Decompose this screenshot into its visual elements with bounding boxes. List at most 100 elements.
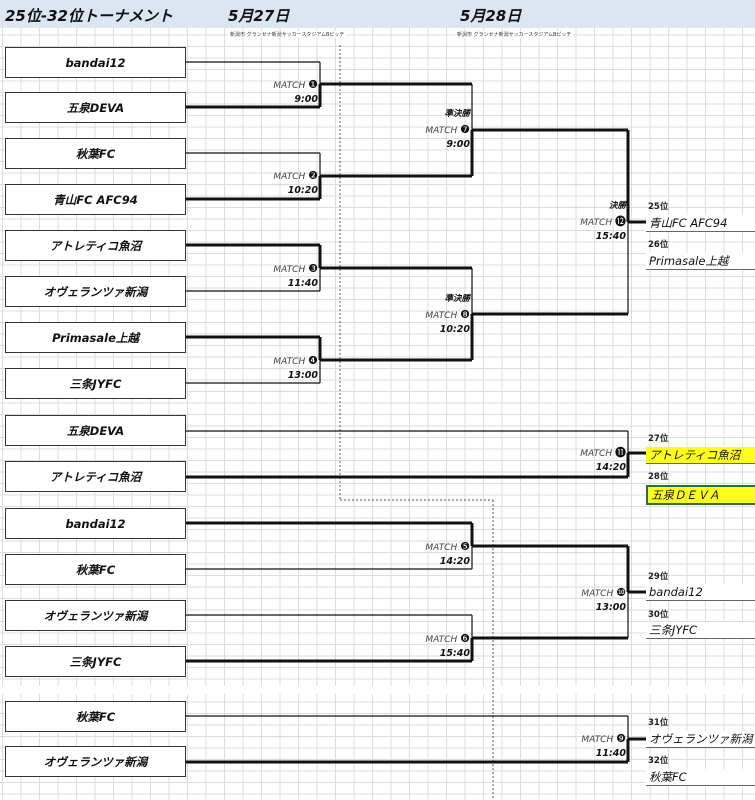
team-name: 秋葉FC [75, 562, 116, 577]
match-time: 14:20 [595, 462, 626, 473]
match-number-icon: ❷ [308, 169, 318, 182]
match-time: 11:40 [287, 278, 318, 289]
team-slot[interactable]: オヴェランツァ新潟 [5, 276, 186, 307]
team-name: bandai12 [65, 516, 126, 531]
match-number-icon: ⓫ [615, 446, 626, 459]
team-slot[interactable]: 五泉DEVA [5, 92, 186, 123]
team-name: オヴェランツァ新潟 [43, 284, 148, 299]
team-slot[interactable]: bandai12 [5, 508, 186, 539]
team-slot[interactable]: Primasale上越 [5, 322, 186, 353]
team-slot[interactable]: 秋葉FC [5, 138, 186, 169]
match-label: MATCH ❹ 13:00 [273, 353, 318, 383]
result-team-cell[interactable]: アトレティコ魚沼 [646, 447, 755, 464]
match-stage: 決勝 [608, 201, 626, 211]
match-number-icon: ❿ [616, 586, 626, 599]
match-number-icon: ❺ [460, 540, 470, 553]
match-label: MATCH ❷ 10:20 [273, 168, 318, 198]
team-name: 三条JYFC [69, 654, 122, 669]
team-slot[interactable]: オヴェランツァ新潟 [5, 600, 186, 631]
match-label: MATCH ❿ 13:00 [581, 585, 626, 615]
result-team-cell[interactable]: 秋葉FC [646, 769, 755, 786]
team-slot[interactable]: アトレティコ魚沼 [5, 461, 186, 492]
team-slot[interactable]: bandai12 [5, 47, 186, 78]
venue-day2: 新潟市 グランセナ新潟サッカースタジアムBピッチ [455, 31, 574, 38]
match-label-text: MATCH [273, 172, 306, 182]
match-label-text: MATCH [425, 126, 458, 136]
match-label: 決勝 MATCH ⓬ 15:40 [580, 199, 626, 244]
match-label-text: MATCH [425, 635, 458, 645]
match-number-icon: ❶ [308, 78, 318, 91]
rank-label: 32位 [648, 756, 669, 766]
match-time: 9:00 [446, 139, 470, 150]
match-time: 14:20 [439, 556, 470, 567]
team-slot[interactable]: 五泉DEVA [5, 415, 186, 446]
team-name: 秋葉FC [75, 146, 116, 161]
result-team-cell[interactable]: 青山FC AFC94 [646, 215, 755, 232]
match-time: 9:00 [294, 94, 318, 105]
result-team-cell[interactable]: オヴェランツァ新潟 [646, 731, 755, 748]
team-name: bandai12 [65, 55, 126, 70]
match-number-icon: ❾ [616, 732, 626, 745]
team-name: オヴェランツァ新潟 [43, 608, 148, 623]
team-name: アトレティコ魚沼 [49, 469, 142, 484]
rank-label: 25位 [648, 202, 669, 212]
result-team-cell[interactable]: Primasale上越 [646, 253, 755, 270]
match-label: MATCH ❶ 9:00 [273, 77, 318, 107]
match-number-icon: ❸ [308, 262, 318, 275]
match-label: 準決勝 MATCH ❼ 9:00 [425, 107, 470, 152]
match-label: MATCH ❻ 15:40 [425, 631, 470, 661]
match-time: 10:20 [439, 324, 470, 335]
match-label-text: MATCH [581, 735, 614, 745]
rank-label: 31位 [648, 718, 669, 728]
match-label-text: MATCH [425, 543, 458, 553]
team-name: Primasale上越 [52, 330, 139, 345]
match-number-icon: ❼ [460, 123, 470, 136]
match-number-icon: ❹ [308, 354, 318, 367]
team-slot[interactable]: オヴェランツァ新潟 [5, 746, 186, 777]
match-label-text: MATCH [580, 218, 613, 228]
team-slot[interactable]: 秋葉FC [5, 701, 186, 732]
team-name: 五泉DEVA [66, 423, 125, 438]
match-label: 準決勝 MATCH ❽ 10:20 [425, 292, 470, 337]
team-slot[interactable]: 三条JYFC [5, 646, 186, 677]
match-time: 15:40 [439, 648, 470, 659]
team-name: アトレティコ魚沼 [49, 238, 142, 253]
venue-day1: 新潟市 グランセナ新潟サッカースタジアムBピッチ [228, 31, 347, 38]
team-slot[interactable]: 青山FC AFC94 [5, 184, 186, 215]
match-number-icon: ⓬ [615, 215, 626, 228]
tournament-title: 25位-32位トーナメント [5, 7, 173, 25]
match-time: 15:40 [595, 231, 626, 242]
team-name: 青山FC AFC94 [53, 192, 138, 207]
rank-label: 26位 [648, 240, 669, 250]
rank-label: 29位 [648, 572, 669, 582]
match-stage: 準決勝 [444, 109, 470, 119]
rank-label: 30位 [648, 610, 669, 620]
team-slot[interactable]: 三条JYFC [5, 368, 186, 399]
team-slot[interactable]: アトレティコ魚沼 [5, 230, 186, 261]
section-gap [0, 686, 755, 694]
result-team-cell[interactable]: bandai12 [646, 584, 755, 601]
match-label-text: MATCH [580, 449, 613, 459]
rank-label: 27位 [648, 434, 669, 444]
match-time: 13:00 [595, 602, 626, 613]
day2-label: 5月28日 [460, 7, 522, 25]
match-time: 10:20 [287, 185, 318, 196]
header-band: 25位-32位トーナメント 5月27日 5月28日 [0, 0, 755, 28]
team-name: 三条JYFC [69, 376, 122, 391]
match-time: 11:40 [595, 748, 626, 759]
result-team-cell[interactable]: 五泉ＤＥＶＡ [646, 485, 755, 505]
match-label: MATCH ❺ 14:20 [425, 539, 470, 569]
team-name: 五泉DEVA [66, 100, 125, 115]
match-label-text: MATCH [273, 81, 306, 91]
match-label-text: MATCH [273, 265, 306, 275]
match-number-icon: ❽ [460, 308, 470, 321]
result-team-cell[interactable]: 三条JYFC [646, 622, 755, 639]
match-label-text: MATCH [581, 589, 614, 599]
match-label-text: MATCH [425, 311, 458, 321]
day1-label: 5月27日 [228, 7, 290, 25]
team-slot[interactable]: 秋葉FC [5, 554, 186, 585]
match-number-icon: ❻ [460, 632, 470, 645]
match-label: MATCH ❾ 11:40 [581, 731, 626, 761]
